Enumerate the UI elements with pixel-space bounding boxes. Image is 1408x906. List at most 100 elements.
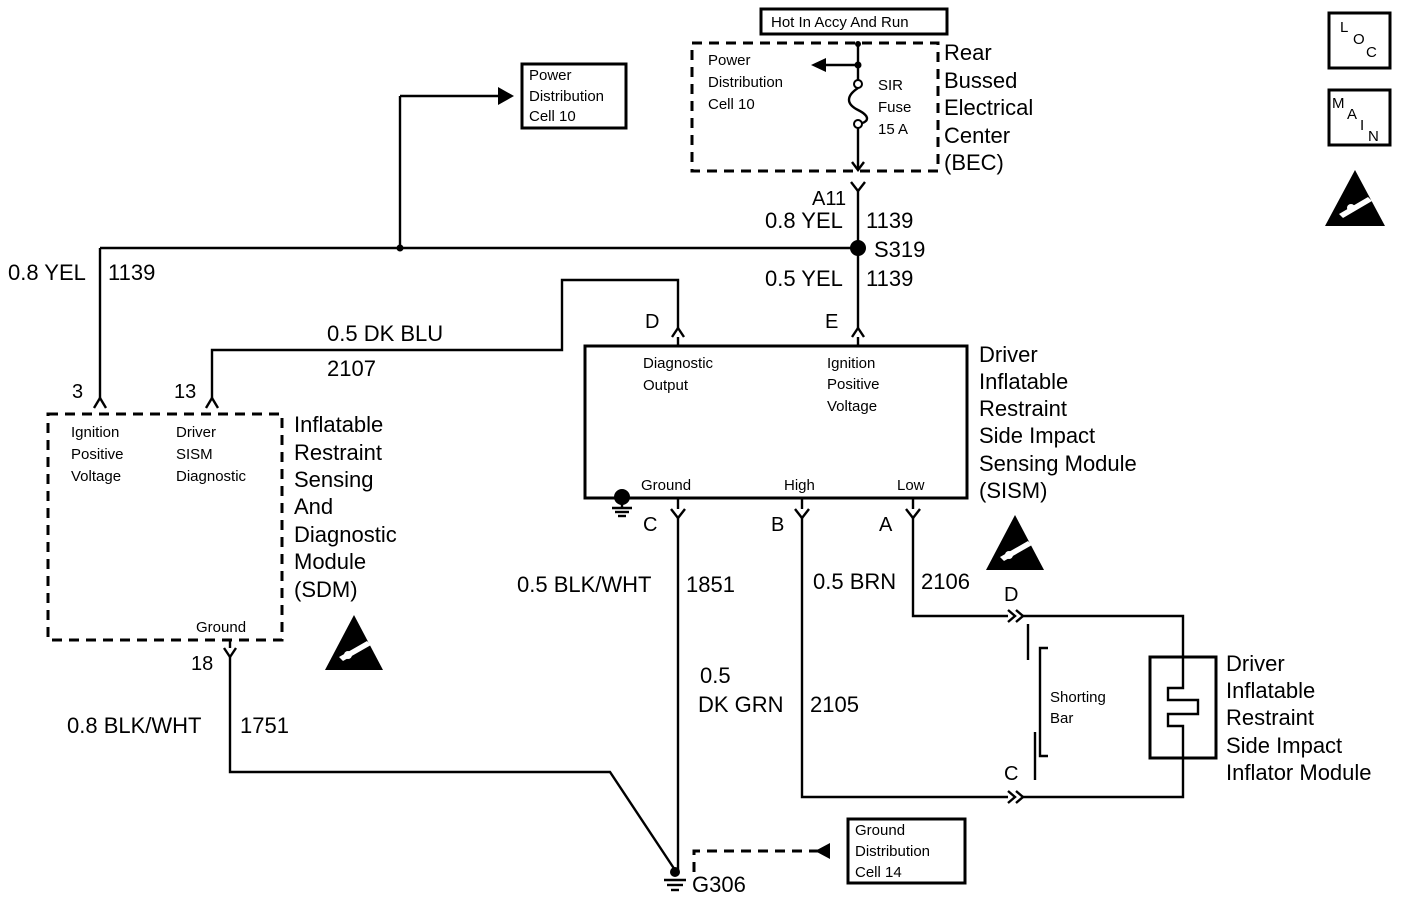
wire-mid-size: 0.5 YEL [765,266,843,291]
gdc-label-2: Distribution [855,843,930,860]
sism-box [583,344,969,500]
wire-brn-circuit: 2106 [921,569,970,594]
hot-in-label: Hot In Accy And Run [771,14,909,31]
pin-18-label: 18 [191,653,213,675]
connector-c-chevron [1007,790,1025,804]
pin-b-label: B [771,514,784,536]
svg-text:I: I [1360,117,1364,134]
pin-a-label: A [879,514,893,536]
wire-top-circuit: 1139 [866,208,913,233]
sism-label-2: Inflatable [979,369,1068,394]
sdm-label-4: And [294,494,333,519]
fuse-label-3: 15 A [878,121,908,138]
esd-warning-icon [1325,170,1385,226]
gdc-label-3: Cell 14 [855,864,902,881]
sism-label-3: Restraint [979,396,1067,421]
pin-d-label: D [645,311,659,333]
pdc-top-box[interactable] [520,62,628,130]
inflator-label-1: Driver [1226,651,1285,676]
loc-nav-button[interactable]: L O C [1327,11,1392,70]
wire-left-size: 0.8 YEL [8,260,86,285]
sdm-label-3: Sensing [294,467,374,492]
main-nav-button[interactable]: M A I N [1327,88,1392,147]
inflator-label-3: Restraint [1226,705,1314,730]
sdm-diag-label-3: Diagnostic [176,468,247,485]
bec-label-2: Bussed [944,68,1017,93]
svg-text:O: O [1353,31,1365,48]
pin-3-label: 3 [72,381,83,403]
sism-ign-label-3: Voltage [827,398,877,415]
sism-label-4: Side Impact [979,423,1095,448]
sism-high-label: High [784,477,815,494]
pdc-top-label-3: Cell 10 [529,108,576,125]
sdm-ign-label-2: Positive [71,446,124,463]
wire-grn-label-1: 0.5 [700,663,731,688]
connector-pin-18 [223,647,237,660]
sism-ign-label-2: Positive [827,376,880,393]
loc-icon: L [1340,19,1348,36]
sism-ign-label-1: Ignition [827,355,875,372]
sism-ground-label: Ground [641,477,691,494]
wire-grn-label-2: DK GRN [698,692,784,717]
shorting-bar [1026,624,1048,780]
inflator-squib-icon [1166,666,1200,748]
wire-left-circuit: 1139 [108,260,155,285]
wire-sdm-gnd-circuit: 1751 [240,713,289,738]
sism-diag-label-1: Diagnostic [643,355,714,372]
wire-top-size: 0.8 YEL [765,208,843,233]
pin-e-label: E [825,311,838,333]
bec-pdc-label-2: Distribution [708,74,783,91]
sdm-ground-label: Ground [196,619,246,636]
svg-text:C: C [1366,44,1377,61]
connector-a11-label: A11 [812,188,846,210]
connector-a11 [850,181,866,193]
pin-13-label: 13 [174,381,196,403]
wire-blkwht-circuit: 1851 [686,572,735,597]
chassis-ground-icon [612,500,632,518]
sdm-diag-label-1: Driver [176,424,216,441]
svg-text:N: N [1368,128,1379,145]
hot-in-box [759,7,949,36]
inflator-label-5: Inflator Module [1226,760,1372,785]
sdm-label-5: Diagnostic [294,522,397,547]
inflator-label-4: Side Impact [1226,733,1342,758]
connector-pin-c [670,508,686,520]
svg-text:A: A [1347,106,1357,123]
bec-pdc-label-1: Power [708,52,751,69]
pdc-top-label-2: Distribution [529,88,604,105]
ground-g306-label: G306 [692,872,746,897]
connector-pin-e [851,325,865,338]
wire-brn-size: 0.5 BRN [813,569,896,594]
sism-ground-dot [614,489,630,505]
arrow-to-pdc-top [498,87,514,105]
sdm-ign-label-1: Ignition [71,424,119,441]
connector-pin-a [905,508,921,520]
shorting-label-1: Shorting [1050,689,1106,706]
ground-g306-dot [670,867,680,877]
esd-warning-icon [986,515,1044,570]
wire-mid-circuit: 1139 [866,266,913,291]
gdc-box[interactable] [846,817,967,885]
inflator-box [1148,655,1218,760]
sdm-label-1: Inflatable [294,412,383,437]
wire-grn-circuit: 2105 [810,692,859,717]
pdc-top-label-1: Power [529,67,572,84]
sism-diag-label-2: Output [643,377,689,394]
bec-label-3: Electrical [944,95,1033,120]
bec-label-1: Rear [944,40,992,65]
sdm-label-2: Restraint [294,440,382,465]
wire-sdm-gnd-size: 0.8 BLK/WHT [67,713,201,738]
gdc-label-1: Ground [855,822,905,839]
arrow-to-gdc [815,843,830,859]
pin-c-label: C [643,514,657,536]
sism-label-6: (SISM) [979,478,1047,503]
connector-pin-d [671,325,685,338]
sir-fuse-icon [847,87,869,126]
bec-label-4: Center [944,123,1010,148]
bec-pdc-label-3: Cell 10 [708,96,755,113]
esd-warning-icon [325,615,383,670]
fuse-label-2: Fuse [878,99,911,116]
arrow-bec-pdc [811,58,826,72]
sdm-box [46,412,284,642]
